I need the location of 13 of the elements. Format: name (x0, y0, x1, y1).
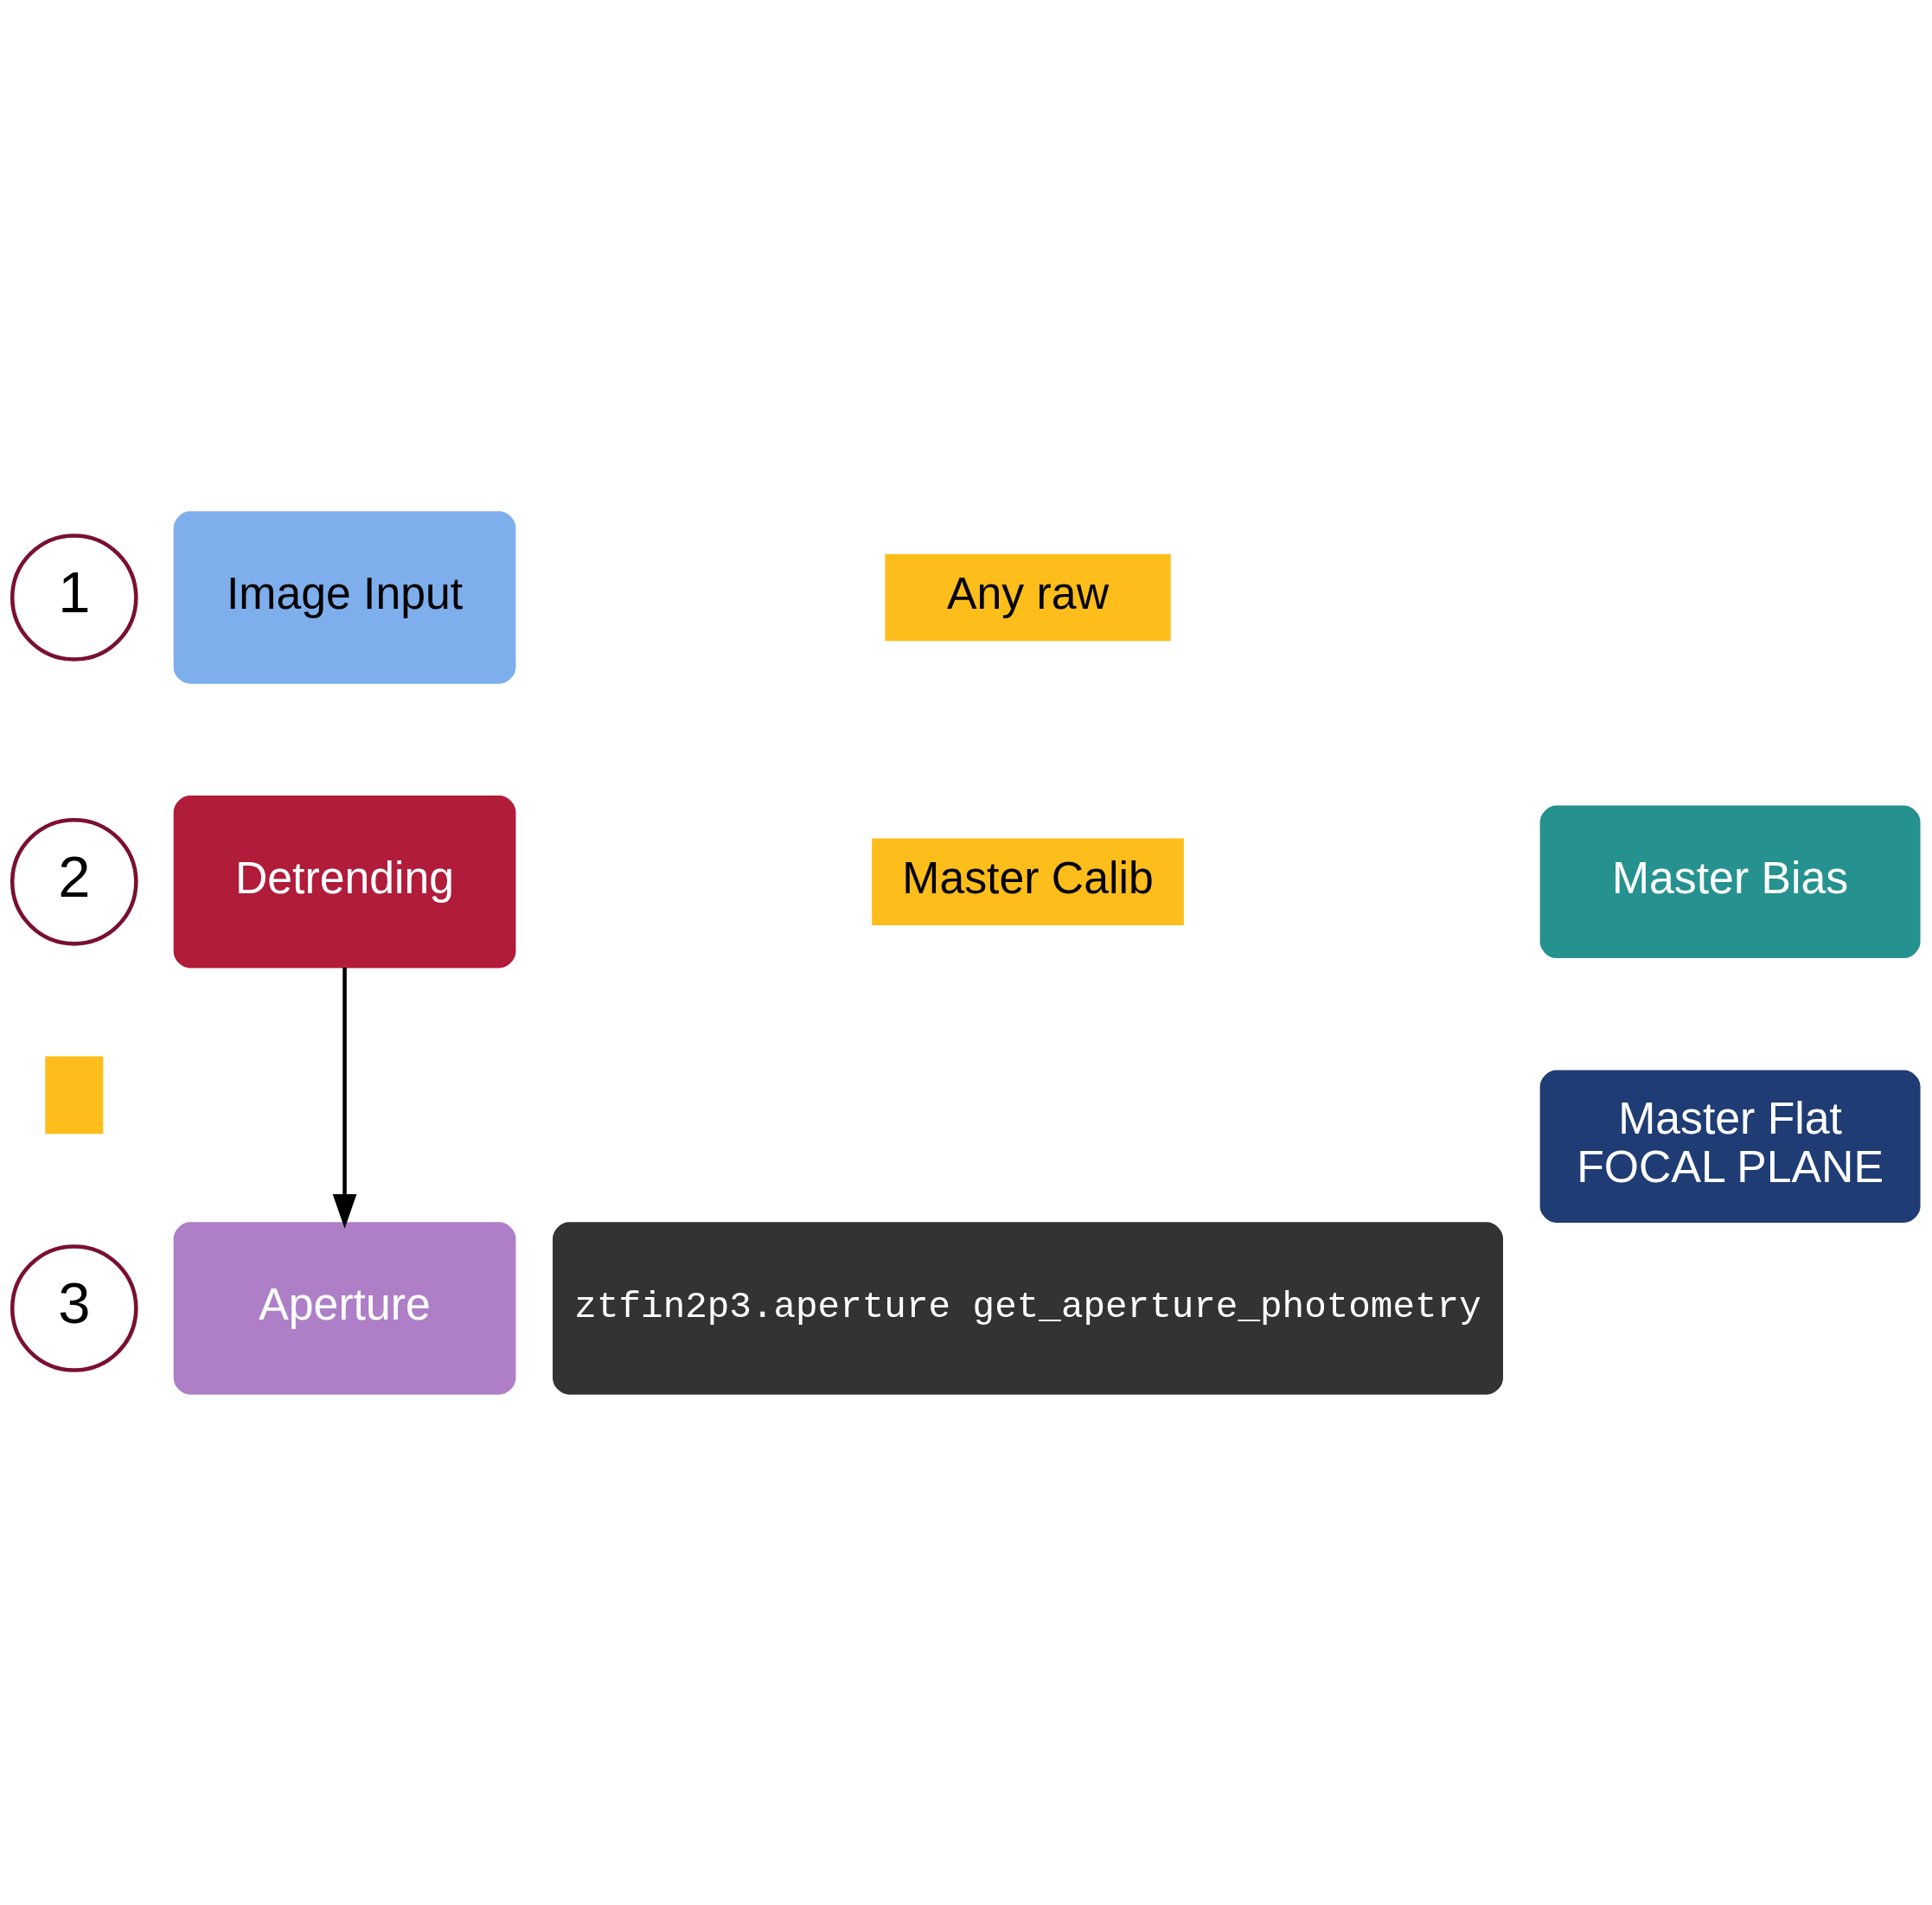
node-circle: 3 (10, 1243, 138, 1372)
node-box (45, 1056, 104, 1134)
node-box: Detrending (173, 795, 516, 968)
node-box: Master Calib (872, 838, 1184, 925)
arrow (332, 967, 357, 1229)
node-box: ztfin2p3.aperture get_aperture_photometry (553, 1221, 1504, 1395)
node-box: Master Bias (1539, 805, 1921, 958)
node-box: Image Input (173, 510, 516, 684)
node-circle: 1 (10, 533, 138, 662)
node-box: Any raw (885, 553, 1171, 641)
node-box: Aperture (173, 1221, 516, 1395)
node-box: Master Flat FOCAL PLANE (1539, 1069, 1921, 1223)
node-circle: 2 (10, 817, 138, 946)
